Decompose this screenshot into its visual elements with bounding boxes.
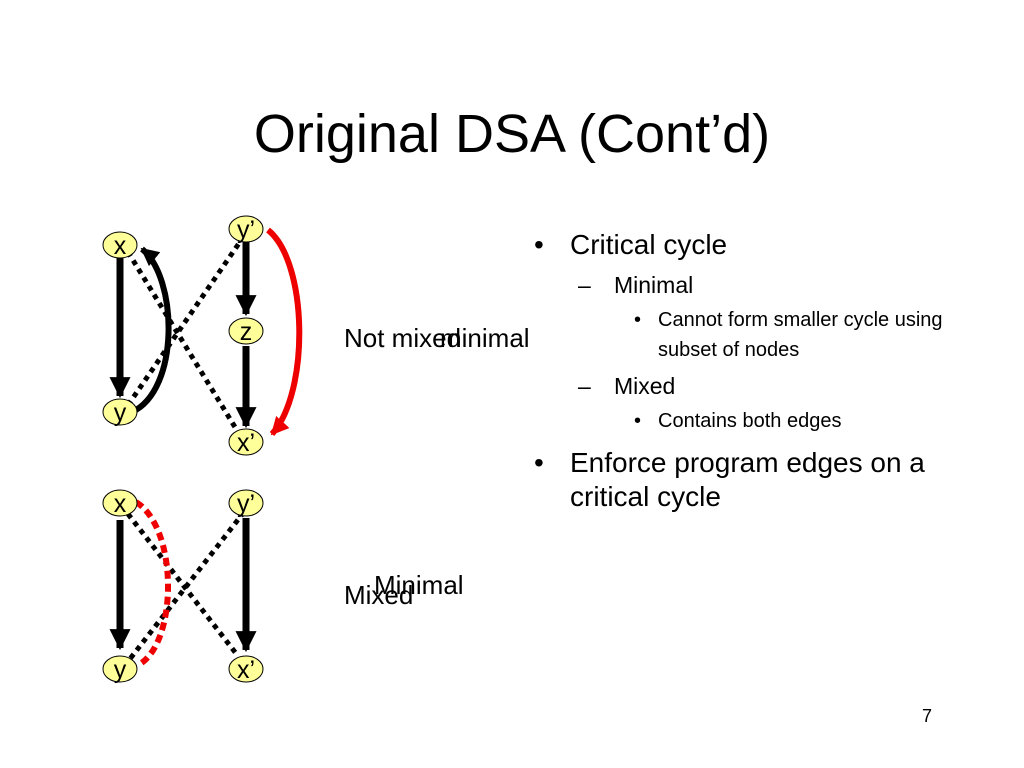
dotted-edge-yprime-y [123, 234, 247, 410]
dash-mark: – [578, 272, 591, 298]
subbullet-minimal: – Minimal [530, 270, 970, 300]
node-x: x [102, 231, 138, 260]
bullet-list: • Critical cycle – Minimal • Cannot form… [530, 228, 970, 522]
node-y-prime: y’ [228, 489, 264, 518]
bullet-text: Minimal [614, 272, 694, 298]
bullet-text: Contains both edges [658, 410, 842, 432]
node-z: z [228, 317, 264, 346]
node-x-prime: x’ [228, 655, 264, 684]
dash-mark: – [578, 373, 591, 399]
subsubbullet-minimal-desc: • Cannot form smaller cycle using subset… [530, 305, 970, 365]
bullet-text: Cannot form smaller cycle using subset o… [658, 309, 943, 361]
dotted-edge-x-xprime [126, 512, 240, 658]
subbullet-mixed: – Mixed [530, 371, 970, 401]
node-label: z [240, 318, 253, 346]
label-minimal-bottom: Minimal [374, 570, 464, 600]
critical-dashed-edge-x-y [134, 499, 171, 667]
dotted-edge-yprime-y [124, 510, 246, 666]
slide-title: Original DSA (Cont’d) [253, 104, 771, 164]
critical-curved-edge-yprime-xprime [265, 227, 303, 437]
node-y: y [102, 398, 138, 427]
label-not-mixed: Not mixed [344, 323, 462, 353]
node-label: x [114, 232, 127, 260]
node-y: y [102, 655, 138, 684]
bullet-mark: • [634, 410, 642, 432]
bullet-text: Critical cycle [570, 229, 728, 260]
node-x: x [102, 489, 138, 518]
node-label: x’ [237, 429, 255, 457]
node-label: y’ [237, 490, 255, 518]
bullet-text: Mixed [614, 373, 676, 399]
curved-edge-y-x [130, 246, 172, 415]
bullet-mark: • [534, 447, 544, 478]
node-label: y [114, 399, 127, 427]
bullet-mark: • [634, 309, 642, 331]
node-label: y’ [237, 216, 255, 244]
node-x-prime: x’ [228, 428, 264, 457]
top-diagram: x y y’ z x’ [102, 215, 303, 457]
label-minimal-top: minimal [440, 323, 530, 353]
label-mixed: Mixed [344, 580, 414, 610]
node-label: y [114, 656, 127, 684]
bottom-diagram: x y y’ x’ [102, 489, 264, 684]
node-label: x [114, 490, 127, 518]
node-label: x’ [237, 656, 255, 684]
bullet-enforce: • Enforce program edges on a critical cy… [530, 446, 970, 514]
node-y-prime: y’ [228, 215, 264, 244]
subsubbullet-mixed-desc: • Contains both edges [530, 406, 970, 436]
page-number: 7 [922, 706, 933, 726]
bullet-text: Enforce program edges on a critical cycl… [570, 447, 925, 512]
bullet-mark: • [534, 229, 544, 260]
bullet-critical-cycle: • Critical cycle [530, 228, 970, 262]
